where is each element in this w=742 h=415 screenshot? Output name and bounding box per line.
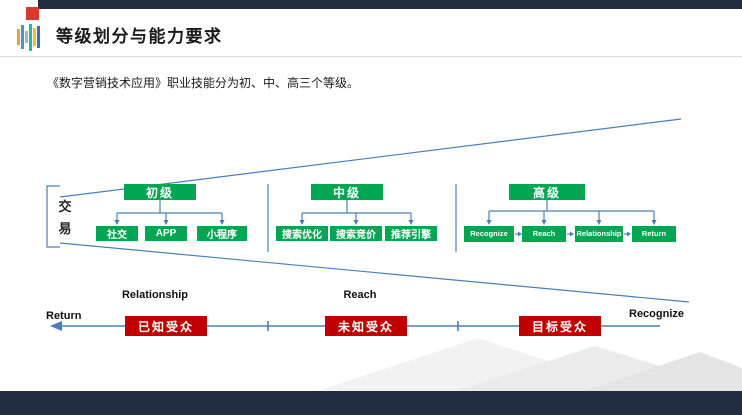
audience-box-known: 已知受众 (125, 316, 207, 336)
funnel-side-label: 交易 (58, 199, 72, 237)
logo-bars-icon (17, 22, 40, 52)
advanced-item-recognize: Recognize (464, 226, 514, 242)
advanced-item-relationship: Relationship (575, 226, 623, 242)
advanced-item-reach: Reach (522, 226, 566, 242)
background-polygons (318, 338, 742, 391)
beginner-connectors (114, 200, 225, 225)
intermediate-connectors (299, 200, 414, 225)
logo-square-icon (26, 7, 39, 20)
level-header-beginner: 初级 (124, 184, 196, 200)
top-accent-bar (38, 0, 742, 9)
audience-box-unknown: 未知受众 (325, 316, 407, 336)
header-divider (0, 56, 742, 57)
axis-end-return: Return (46, 310, 82, 322)
intro-text: 《数字营销技术应用》职业技能分为初、中、高三个等级。 (47, 76, 360, 90)
advanced-connectors (486, 200, 657, 237)
page-title: 等级划分与能力要求 (56, 27, 223, 46)
axis-label-reach: Reach (343, 289, 377, 301)
audience-box-target: 目标受众 (519, 316, 601, 336)
intermediate-item-seo: 搜索优化 (276, 226, 328, 241)
advanced-item-return: Return (632, 226, 676, 242)
intermediate-item-sem: 搜索竞价 (330, 226, 382, 241)
footer-bar (0, 391, 742, 415)
beginner-item-app: APP (145, 226, 187, 241)
level-header-advanced: 高级 (509, 184, 585, 200)
axis-end-recognize: Recognize (629, 308, 685, 320)
intermediate-item-recommendation: 推荐引擎 (385, 226, 437, 241)
level-header-intermediate: 中级 (311, 184, 383, 200)
beginner-item-miniprogram: 小程序 (197, 226, 247, 241)
axis-label-relationship: Relationship (121, 289, 188, 301)
beginner-item-social: 社交 (96, 226, 138, 241)
